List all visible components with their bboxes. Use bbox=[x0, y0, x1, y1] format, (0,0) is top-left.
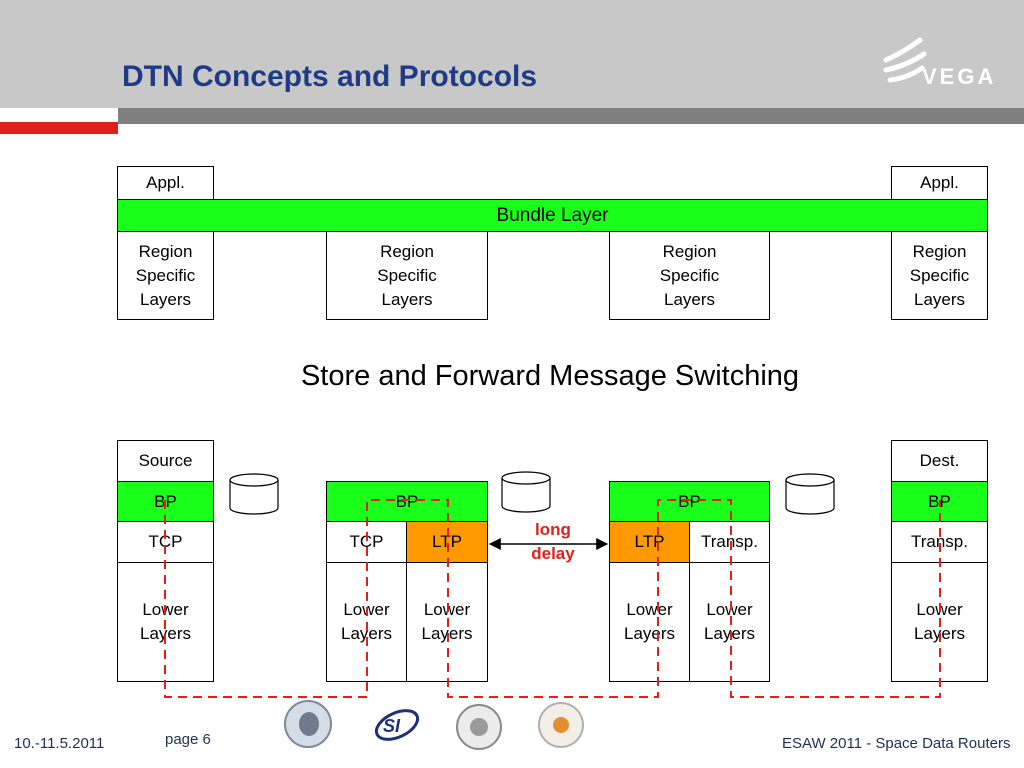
diagram-subtitle: Store and Forward Message Switching bbox=[300, 360, 800, 392]
source-label-box: Source bbox=[117, 440, 214, 482]
dest-label-box: Dest. bbox=[891, 440, 988, 482]
header-divider-bar bbox=[118, 108, 1024, 124]
si-logo-icon: SI bbox=[374, 709, 420, 741]
dest-transp-box: Transp. bbox=[891, 521, 988, 563]
node2-lower-right-box: Lower Layers bbox=[689, 562, 770, 682]
vega-logo-text: VEGA bbox=[922, 64, 996, 89]
region-box-1: Region Specific Layers bbox=[117, 231, 214, 320]
node2-lower-left-box: Lower Layers bbox=[609, 562, 690, 682]
vega-logo: VEGA bbox=[880, 32, 1010, 92]
long-delay-line-1: long bbox=[535, 520, 571, 539]
storage-cylinder-icon bbox=[785, 473, 835, 515]
header-accent-bar bbox=[0, 122, 118, 134]
slide-title: DTN Concepts and Protocols bbox=[122, 60, 538, 93]
storage-cylinder-icon bbox=[501, 471, 551, 513]
region-box-4: Region Specific Layers bbox=[891, 231, 988, 320]
node2-bp-box: BP bbox=[609, 481, 770, 522]
university-seal-logo-1 bbox=[284, 700, 332, 748]
university-seal-logo-2 bbox=[456, 704, 502, 750]
right-appl-box: Appl. bbox=[891, 166, 988, 200]
storage-cylinder-icon bbox=[229, 473, 279, 515]
region-box-2: Region Specific Layers bbox=[326, 231, 488, 320]
vega-swoosh-icon: VEGA bbox=[883, 37, 996, 89]
svg-text:SI: SI bbox=[383, 716, 401, 736]
left-appl-box: Appl. bbox=[117, 166, 214, 200]
bundle-layer-bar: Bundle Layer bbox=[117, 199, 988, 232]
bundle-path-line bbox=[164, 499, 941, 698]
region-box-3: Region Specific Layers bbox=[609, 231, 770, 320]
si-logo: SI bbox=[372, 703, 422, 747]
footer-date: 10.-11.5.2011 bbox=[14, 735, 105, 752]
slide-header bbox=[0, 0, 1024, 108]
footer-event: ESAW 2011 - Space Data Routers bbox=[782, 735, 1011, 752]
university-seal-logo-3 bbox=[538, 702, 584, 748]
footer-page-number: page 6 bbox=[165, 731, 211, 748]
